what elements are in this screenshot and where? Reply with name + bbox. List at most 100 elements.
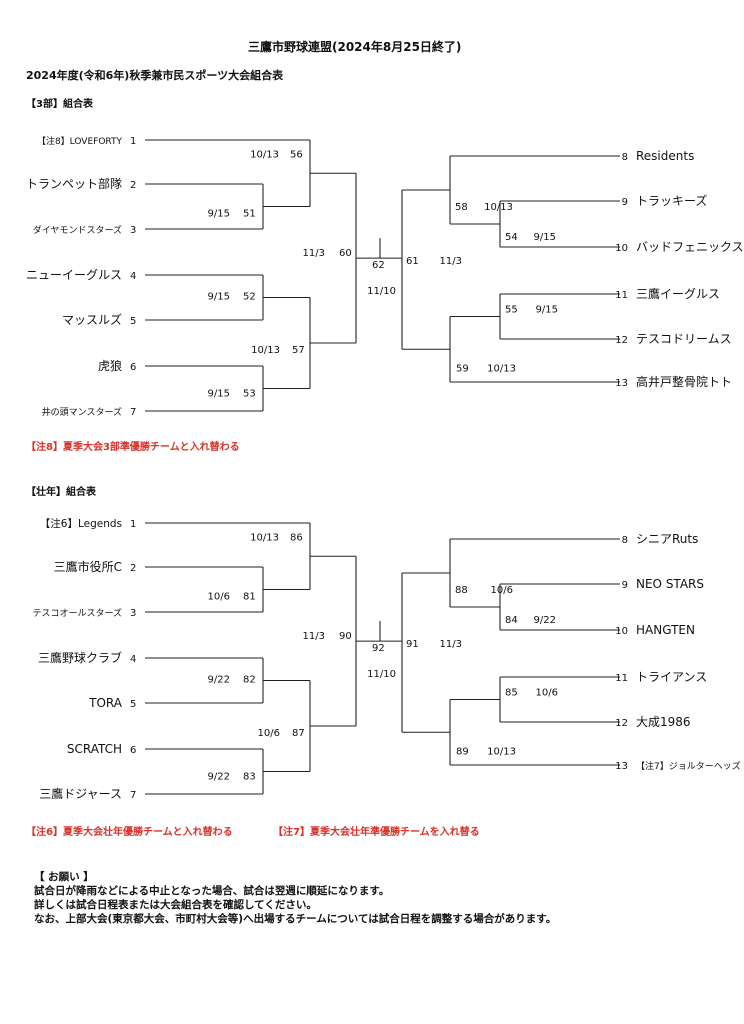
game-number: 60: [339, 248, 352, 259]
game-number: 58: [455, 202, 468, 213]
game-date: 11/10: [367, 286, 396, 297]
team-name: TORA: [88, 696, 123, 710]
team-name: 大成1986: [636, 715, 691, 729]
game-number: 55: [505, 305, 518, 316]
game-number: 53: [243, 389, 256, 400]
note-sonen-7: 【注7】夏季大会壮年準優勝チームを入れ替る: [273, 827, 480, 838]
game-date: 10/13: [487, 746, 516, 757]
game-date: 10/13: [250, 149, 279, 160]
team-name: マッスルズ: [62, 312, 122, 327]
team-name: NEO STARS: [636, 577, 704, 591]
game-date: 10/6: [258, 728, 280, 739]
team-name: 【注7】ジョルターヘッズ: [636, 760, 741, 772]
game-number: 57: [292, 345, 305, 356]
request-heading: 【 お願い 】: [34, 871, 94, 883]
team-seed: 12: [615, 335, 628, 346]
game-number: 59: [456, 363, 469, 374]
team-name: HANGTEN: [636, 623, 695, 637]
game-date: 9/15: [534, 232, 556, 243]
game-date: 10/13: [251, 345, 280, 356]
game-number: 81: [243, 592, 256, 603]
game-number: 91: [406, 639, 419, 650]
game-number: 51: [243, 209, 256, 220]
team-name: 三鷹ドジャース: [39, 786, 122, 801]
team-name: 井の頭マンスターズ: [42, 406, 122, 418]
team-seed: 2: [130, 563, 136, 574]
team-seed: 9: [622, 197, 628, 208]
team-seed: 5: [130, 316, 136, 327]
game-date: 11/3: [440, 639, 462, 650]
team-seed: 7: [130, 407, 136, 418]
game-date: 10/6: [208, 592, 230, 603]
request-line-3: なお、上部大会(東京都大会、市町村大会等)へ出場するチームについては試合日程を調…: [34, 913, 557, 925]
game-number: 92: [372, 643, 385, 654]
team-seed: 1: [130, 519, 136, 530]
team-seed: 5: [130, 699, 136, 710]
game-number: 83: [243, 772, 256, 783]
team-seed: 1: [130, 136, 136, 147]
game-number: 89: [456, 746, 469, 757]
game-number: 62: [372, 260, 385, 271]
team-name: 【注6】Legends: [40, 517, 122, 530]
page-subtitle: 2024年度(令和6年)秋季兼市民スポーツ大会組合表: [26, 69, 284, 82]
game-number: 56: [290, 149, 303, 160]
game-date: 9/22: [208, 772, 230, 783]
team-name: トライアンス: [636, 670, 707, 684]
game-number: 87: [292, 728, 305, 739]
team-seed: 3: [130, 225, 136, 236]
game-number: 54: [505, 232, 518, 243]
team-seed: 8: [622, 152, 628, 163]
section-heading-3bu: 【3部】組合表: [26, 99, 93, 110]
team-seed: 13: [615, 378, 628, 389]
game-number: 61: [406, 256, 419, 267]
game-date: 9/15: [208, 209, 230, 220]
request-line-1: 試合日が降雨などによる中止となった場合、試合は翌週に順延になります。: [34, 885, 390, 897]
team-seed: 6: [130, 362, 136, 373]
team-name: トランペット部隊: [26, 176, 122, 191]
team-seed: 3: [130, 608, 136, 619]
team-name: 三鷹野球クラブ: [38, 650, 122, 665]
team-name: ダイヤモンドスターズ: [33, 224, 122, 236]
note-sonen-6: 【注6】夏季大会壮年優勝チームと入れ替わる: [26, 827, 233, 838]
bracket-3bu: 【注8】LOVEFORTY 1 トランペット部隊 2 ダイヤモンドスターズ 3 ニューイーグ…: [0, 122, 744, 462]
note-3bu: 【注8】夏季大会3部準優勝チームと入れ替わる: [26, 442, 240, 453]
bracket-3bu-svg: 【注8】LOVEFORTY 1 トランペット部隊 2 ダイヤモンドスターズ 3 ニューイーグ…: [26, 135, 744, 418]
team-seed: 8: [622, 535, 628, 546]
game-date: 9/15: [208, 292, 230, 303]
game-date: 11/3: [440, 256, 462, 267]
team-seed: 2: [130, 180, 136, 191]
team-name: 高井戸整骨院トト: [636, 374, 732, 389]
team-seed: 12: [615, 718, 628, 729]
team-name: テスコオールスターズ: [32, 607, 122, 619]
team-seed: 10: [615, 243, 628, 254]
team-name: シニアRuts: [636, 532, 698, 546]
game-number: 84: [505, 615, 518, 626]
game-date: 10/13: [250, 532, 279, 543]
team-name: 三鷹市役所C: [54, 559, 122, 574]
team-name: 【注8】LOVEFORTY: [37, 135, 123, 147]
game-date: 10/6: [491, 585, 513, 596]
game-date: 11/10: [367, 669, 396, 680]
game-date: 9/22: [208, 675, 230, 686]
game-number: 88: [455, 585, 468, 596]
game-date: 9/22: [534, 615, 556, 626]
game-number: 82: [243, 675, 256, 686]
game-number: 90: [339, 631, 352, 642]
team-seed: 9: [622, 580, 628, 591]
team-seed: 11: [615, 290, 628, 301]
section-heading-sonen: 【壮年】組合表: [26, 487, 96, 498]
game-date: 11/3: [303, 631, 325, 642]
team-name: ニューイーグルス: [26, 268, 122, 282]
game-number: 85: [505, 688, 518, 699]
team-name: SCRATCH: [67, 742, 122, 756]
team-name: テスコドリームス: [636, 332, 732, 346]
game-date: 9/15: [536, 305, 558, 316]
team-seed: 4: [130, 271, 136, 282]
game-date: 10/6: [536, 688, 558, 699]
request-line-2: 詳しくは試合日程表または大会組合表を確認してください。: [34, 899, 317, 911]
team-seed: 11: [615, 673, 628, 684]
team-name: 虎狼: [98, 358, 122, 373]
team-seed: 13: [615, 761, 628, 772]
